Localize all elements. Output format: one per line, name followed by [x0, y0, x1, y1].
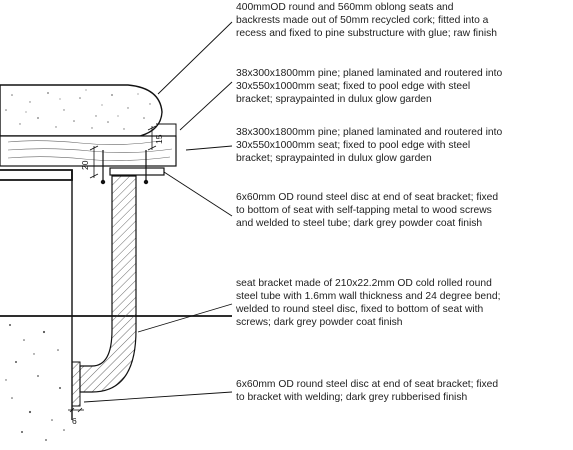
annotation-cork-seat: 400mmOD round and 560mm oblong seats and…	[236, 2, 497, 40]
cork-seat	[0, 84, 163, 137]
ground	[5, 324, 65, 441]
dim-seat-gap: 20	[80, 160, 90, 170]
top-steel-disc	[109, 167, 165, 176]
annotation-seat-bracket: seat bracket made of 210x22.2mm OD cold …	[236, 278, 501, 329]
screws	[100, 150, 149, 185]
annotation-top-disc: 6x60mm OD round steel disc at end of sea…	[236, 192, 499, 230]
pine-substructure	[0, 123, 177, 167]
bottom-steel-disc	[71, 361, 81, 407]
annotation-pine-seat-repeat: 38x300x1800mm pine; planed laminated and…	[236, 127, 503, 165]
annotation-bottom-disc: 6x60mm OD round steel disc at end of sea…	[236, 379, 499, 404]
seat-bracket-tube	[79, 175, 137, 393]
leader-lines	[83, 21, 233, 403]
dim-disc-thickness: 6	[72, 416, 77, 426]
annotation-pine-seat: 38x300x1800mm pine; planed laminated and…	[236, 68, 503, 106]
dimension-lines	[68, 125, 157, 413]
dim-pine-thickness: 15	[154, 134, 164, 144]
